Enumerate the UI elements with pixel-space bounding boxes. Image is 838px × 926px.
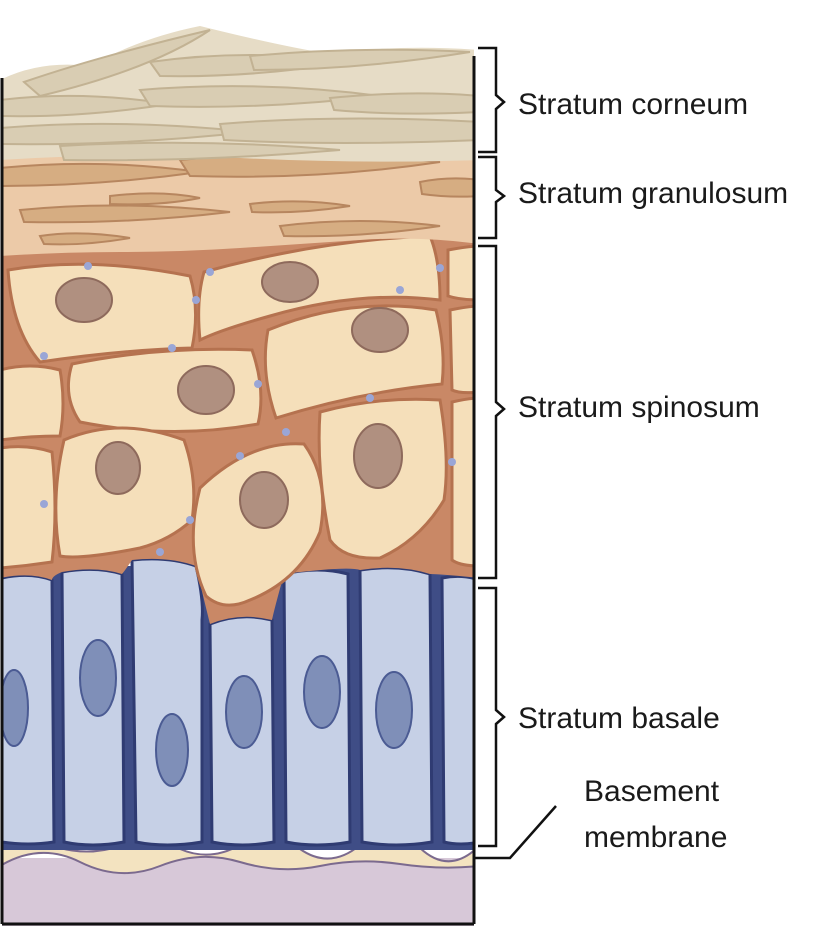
bracket-basale: [478, 586, 506, 848]
basale-nucleus: [303, 655, 341, 729]
bracket-granulosum: [478, 155, 507, 240]
desmosome: [254, 380, 262, 388]
desmosome: [168, 344, 176, 352]
label-stratum-corneum: Stratum corneum: [518, 88, 749, 121]
spinosum-nucleus: [55, 277, 113, 323]
dermis-layer: [2, 858, 474, 926]
basale-nucleus: [2, 669, 29, 747]
desmosome: [206, 268, 214, 276]
label-stratum-basale: Stratum basale: [518, 702, 720, 735]
tissue-illustration: [2, 26, 474, 926]
desmosome: [40, 352, 48, 360]
corneum-scale: [58, 141, 341, 162]
bracket-spinosum: [478, 244, 506, 580]
granulosum-cell: [18, 204, 231, 224]
desmosome: [366, 394, 374, 402]
basale-cell: [440, 574, 474, 846]
layer-brackets: [478, 46, 507, 848]
corneum-scale: [22, 29, 211, 98]
spinosum-cell: [197, 234, 442, 343]
spinosum-cell: [448, 304, 474, 395]
desmosome: [192, 296, 200, 304]
label-stratum-granulosum: Stratum granulosum: [518, 177, 789, 210]
desmosome: [40, 500, 48, 508]
granulosum-cell: [248, 200, 351, 214]
desmosome: [236, 452, 244, 460]
desmosome: [448, 458, 456, 466]
basale-nucleus: [225, 675, 263, 749]
basale-cell: [130, 557, 204, 847]
granulosum-cell: [278, 220, 441, 238]
basale-nucleus: [155, 713, 189, 787]
spinosum-nucleus: [239, 471, 289, 529]
desmosome: [84, 262, 92, 270]
spinosum-nucleus: [351, 307, 409, 353]
granulosum-cell: [38, 232, 131, 246]
desmosome: [156, 548, 164, 556]
label-basement-line2: membrane: [584, 821, 728, 854]
spinosum-nucleus: [95, 441, 141, 495]
label-basement-line1: Basement: [584, 775, 720, 808]
spinosum-cell: [2, 445, 57, 570]
spinosum-nuclei: [55, 261, 409, 529]
desmosome: [436, 264, 444, 272]
corneum-scales: [2, 29, 474, 162]
corneum-scale: [218, 117, 474, 144]
spinosum-cell: [2, 364, 65, 442]
spinosum-cell: [450, 396, 474, 568]
corneum-scale: [328, 92, 474, 115]
bracket-corneum: [478, 46, 506, 154]
granulosum-cell: [418, 177, 474, 198]
basement-membrane-leader: [474, 805, 557, 860]
granulosum-cell: [109, 192, 201, 206]
desmosomes: [40, 262, 456, 556]
label-stratum-spinosum: Stratum spinosum: [518, 391, 760, 424]
corneum-scale: [248, 48, 471, 72]
spinosum-nucleus: [353, 423, 403, 489]
basale-nuclei: [2, 639, 413, 787]
desmosome: [396, 286, 404, 294]
spinosum-nucleus: [177, 365, 235, 415]
desmosome: [282, 428, 290, 436]
basale-nucleus: [79, 639, 117, 717]
basale-nucleus: [375, 671, 413, 749]
desmosome: [186, 516, 194, 524]
spinosum-nucleus: [261, 261, 319, 303]
spinosum-cell: [446, 244, 474, 302]
